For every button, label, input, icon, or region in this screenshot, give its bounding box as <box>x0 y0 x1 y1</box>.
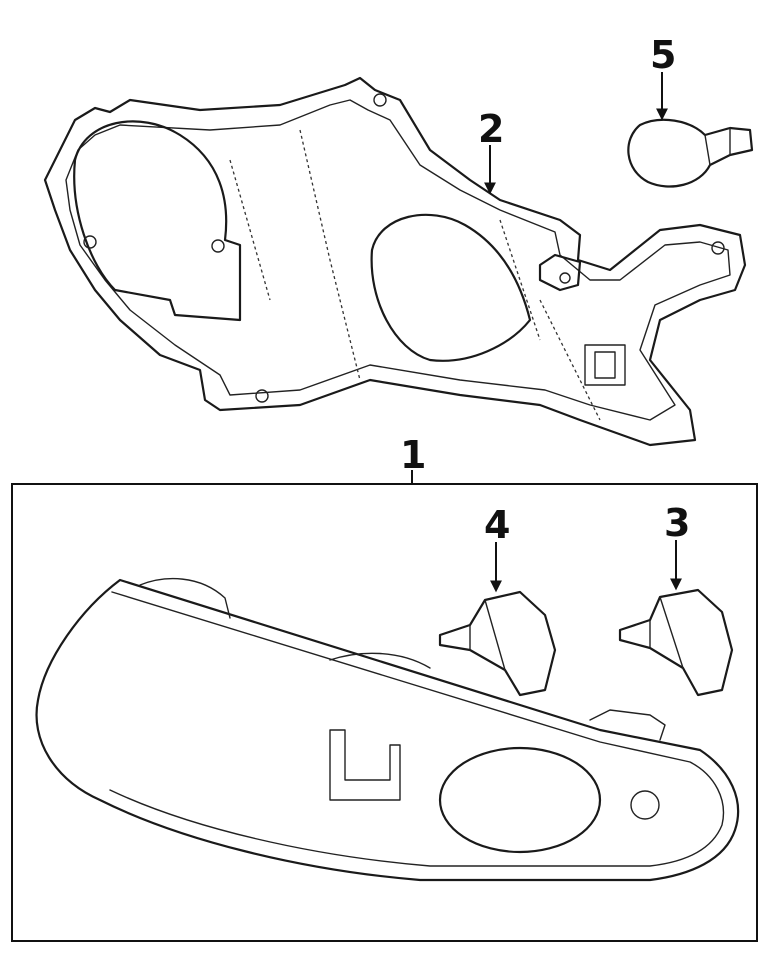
callout-3: 3 <box>664 501 690 545</box>
callout-2: 2 <box>478 107 504 151</box>
assembly-box <box>11 483 758 942</box>
mounting-bracket <box>43 76 747 447</box>
callout-5: 5 <box>650 33 676 77</box>
halogen-bulb-4 <box>438 590 557 697</box>
callout-1: 1 <box>400 433 426 477</box>
headlamp-assembly <box>35 577 740 882</box>
wedge-bulb <box>627 118 754 188</box>
halogen-bulb-3 <box>618 588 734 697</box>
callout-4: 4 <box>484 503 510 547</box>
